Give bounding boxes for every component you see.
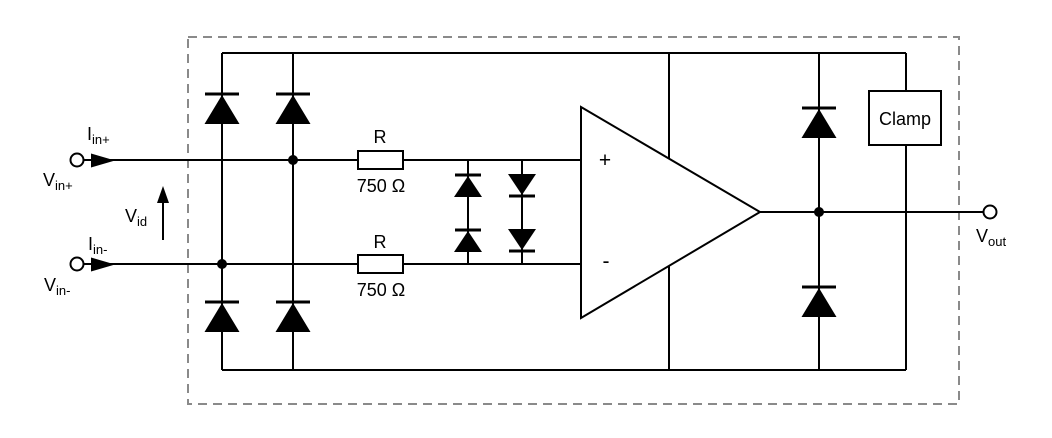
resistor-r1-name-label: R (374, 127, 387, 147)
diff-clamp-diode-up-2-icon (452, 228, 484, 254)
vid-label-sub: id (137, 214, 147, 229)
iin-minus-label-main: I (88, 234, 93, 254)
vout-label-main: V (976, 226, 988, 246)
iin-minus-label-sub: in- (93, 242, 107, 257)
esd-diode-bottom-left-1-icon (203, 300, 241, 334)
vin-minus-label: Vin- (44, 275, 70, 298)
resistor-r2-value-label: 750 Ω (357, 280, 406, 300)
opamp-plus-input-label: + (599, 149, 611, 172)
resistor-r1-body (357, 150, 404, 170)
vin-plus-label: Vin+ (43, 170, 73, 193)
esd-diode-top-left-2-icon (274, 92, 312, 126)
device-boundary-dashed-box (187, 36, 960, 405)
vout-label-sub: out (988, 234, 1006, 249)
vout-label: Vout (976, 226, 1006, 249)
opamp-minus-input-label: - (603, 250, 610, 273)
resistor-r1-value-label: 750 Ω (357, 176, 406, 196)
vid-arrowhead-icon (157, 186, 169, 203)
esd-diode-bottom-left-2-icon (274, 300, 312, 334)
iin-plus-label: Iin+ (87, 124, 110, 147)
opamp-triangle (580, 105, 762, 320)
clamp-block-box (868, 90, 942, 146)
vin-minus-terminal (69, 256, 85, 272)
resistor-r2-name-label: R (374, 232, 387, 252)
diff-clamp-diode-up-1-icon (452, 173, 484, 199)
diff-clamp-diode-down-2-icon (506, 227, 538, 253)
iin-minus-label: Iin- (88, 234, 107, 257)
iin-plus-arrowhead-icon (91, 153, 115, 168)
vin-plus-terminal (69, 152, 85, 168)
junction-dot-vin-minus (217, 259, 227, 269)
iin-minus-arrowhead-icon (91, 257, 115, 272)
clamp-block-label: Clamp (879, 109, 931, 129)
vin-plus-label-main: V (43, 170, 55, 190)
vin-minus-label-sub: in- (56, 283, 70, 298)
diff-clamp-diode-down-1-icon (506, 172, 538, 198)
resistor-r2-body (357, 254, 404, 274)
iin-plus-label-main: I (87, 124, 92, 144)
vid-label: Vid (125, 206, 147, 229)
output-diode-top-icon (800, 106, 838, 140)
iin-plus-label-sub: in+ (92, 132, 110, 147)
vin-minus-label-main: V (44, 275, 56, 295)
output-diode-bottom-icon (800, 285, 838, 319)
junction-dot-output (814, 207, 824, 217)
vid-label-main: V (125, 206, 137, 226)
vout-terminal (982, 204, 998, 220)
vin-plus-label-sub: in+ (55, 178, 73, 193)
esd-diode-top-left-1-icon (203, 92, 241, 126)
junction-dot-vin-plus (288, 155, 298, 165)
